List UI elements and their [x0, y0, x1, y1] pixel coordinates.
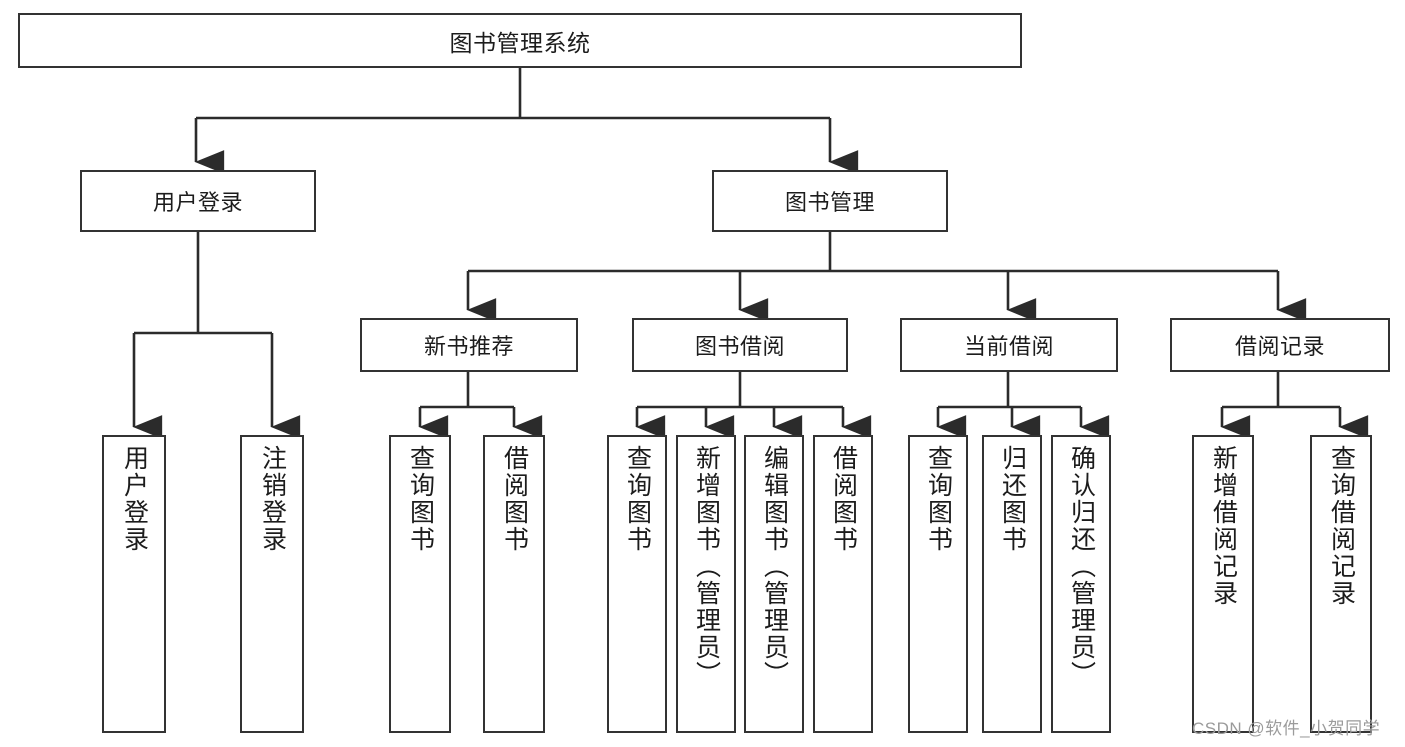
- node-label: 用户登录: [152, 190, 243, 215]
- node-label: 查询图书: [623, 445, 652, 553]
- leaf-query-book-borrow[interactable]: 查询图书: [607, 435, 667, 733]
- node-label: 图书管理: [784, 190, 875, 215]
- leaf-return-book[interactable]: 归还图书: [982, 435, 1042, 733]
- node-label: 新书推荐: [423, 334, 514, 359]
- leaf-query-book-current[interactable]: 查询图书: [908, 435, 968, 733]
- node-borrow-record[interactable]: 借阅记录: [1170, 318, 1390, 372]
- leaf-borrow-book[interactable]: 借阅图书: [813, 435, 873, 733]
- node-label: 确认归还（管理员）: [1067, 445, 1096, 688]
- node-label: 新增借阅记录: [1209, 445, 1238, 607]
- leaf-edit-book-admin[interactable]: 编辑图书（管理员）: [744, 435, 804, 733]
- leaf-add-borrow-record[interactable]: 新增借阅记录: [1192, 435, 1254, 733]
- node-label: 查询图书: [924, 445, 953, 553]
- leaf-add-book-admin[interactable]: 新增图书（管理员）: [676, 435, 736, 733]
- node-label: 注销登录: [258, 445, 287, 553]
- node-label: 图书借阅: [694, 334, 785, 359]
- node-book-borrow[interactable]: 图书借阅: [632, 318, 848, 372]
- node-new-book-recommend[interactable]: 新书推荐: [360, 318, 578, 372]
- leaf-query-book-recommend[interactable]: 查询图书: [389, 435, 451, 733]
- node-user-login[interactable]: 用户登录: [80, 170, 316, 232]
- node-root-book-management-system[interactable]: 图书管理系统: [18, 13, 1022, 68]
- node-label: 用户登录: [120, 445, 149, 553]
- node-label: 图书管理系统: [449, 29, 591, 56]
- node-label: 归还图书: [998, 445, 1027, 553]
- node-label: 当前借阅: [963, 334, 1054, 359]
- leaf-confirm-return-admin[interactable]: 确认归还（管理员）: [1051, 435, 1111, 733]
- leaf-query-borrow-record[interactable]: 查询借阅记录: [1310, 435, 1372, 733]
- node-label: 编辑图书（管理员）: [760, 445, 789, 688]
- node-label: 借阅记录: [1234, 334, 1325, 359]
- leaf-logout-login[interactable]: 注销登录: [240, 435, 304, 733]
- leaf-borrow-book-recommend[interactable]: 借阅图书: [483, 435, 545, 733]
- node-book-management[interactable]: 图书管理: [712, 170, 948, 232]
- node-label: 借阅图书: [829, 445, 858, 553]
- leaf-user-login[interactable]: 用户登录: [102, 435, 166, 733]
- node-current-borrow[interactable]: 当前借阅: [900, 318, 1118, 372]
- node-label: 查询图书: [406, 445, 435, 553]
- node-label: 借阅图书: [500, 445, 529, 553]
- node-label: 新增图书（管理员）: [692, 445, 721, 688]
- node-label: 查询借阅记录: [1327, 445, 1356, 607]
